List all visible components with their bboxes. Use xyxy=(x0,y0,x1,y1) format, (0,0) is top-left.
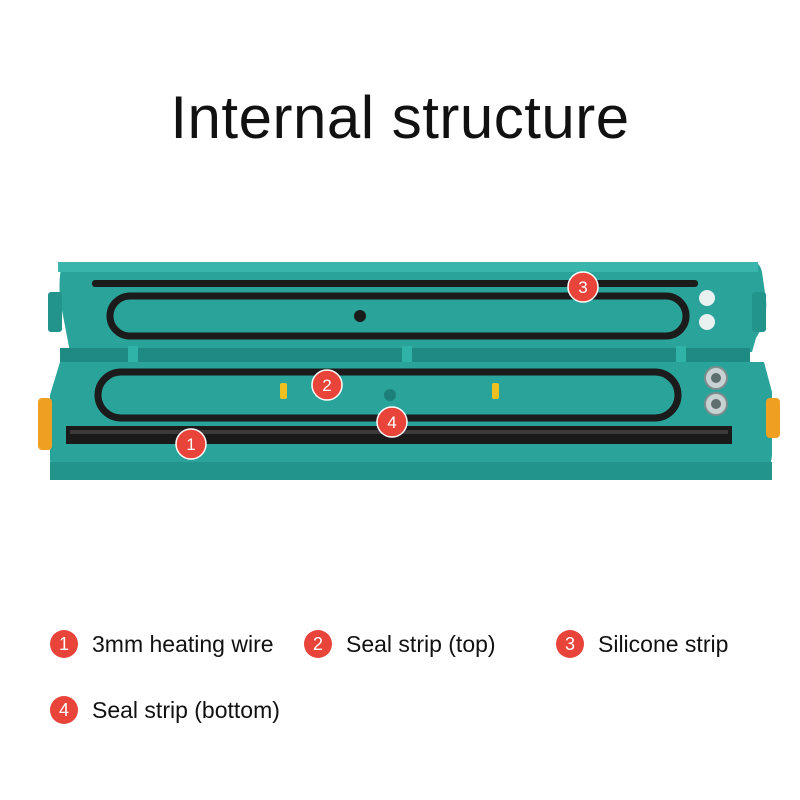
vacuum-sealer-photo: 3 2 4 1 xyxy=(38,262,780,480)
legend-badge-3: 3 xyxy=(556,630,584,658)
callout-2: 2 xyxy=(311,369,343,401)
legend-badge-4: 4 xyxy=(50,696,78,724)
svg-text:2: 2 xyxy=(322,376,331,395)
legend-label-4: Seal strip (bottom) xyxy=(92,696,280,723)
legend-badge-1: 1 xyxy=(50,630,78,658)
legend-label-3: Silicone strip xyxy=(598,630,729,657)
legend-label-1: 3mm heating wire xyxy=(92,630,274,657)
left-latch xyxy=(38,398,52,450)
legend-badge-2: 2 xyxy=(304,630,332,658)
right-latch xyxy=(766,398,780,438)
device-lid xyxy=(48,262,767,352)
legend-item-seal-strip-bottom: 4 Seal strip (bottom) xyxy=(50,693,280,727)
callout-4: 4 xyxy=(376,406,408,438)
legend-label-2: Seal strip (top) xyxy=(346,630,496,657)
callout-3: 3 xyxy=(567,271,599,303)
svg-text:1: 1 xyxy=(186,435,195,454)
page-title: Internal structure xyxy=(170,84,630,151)
svg-text:3: 3 xyxy=(578,278,587,297)
legend-item-seal-strip-top: 2 Seal strip (top) xyxy=(304,627,496,661)
upper-gasket xyxy=(106,292,690,340)
callout-1: 1 xyxy=(175,428,207,460)
svg-text:4: 4 xyxy=(387,413,396,432)
legend-item-silicone-strip: 3 Silicone strip xyxy=(556,627,728,661)
silicone-strip xyxy=(92,280,698,287)
device-base xyxy=(50,362,772,480)
legend-item-heating-wire: 1 3mm heating wire xyxy=(50,627,274,661)
